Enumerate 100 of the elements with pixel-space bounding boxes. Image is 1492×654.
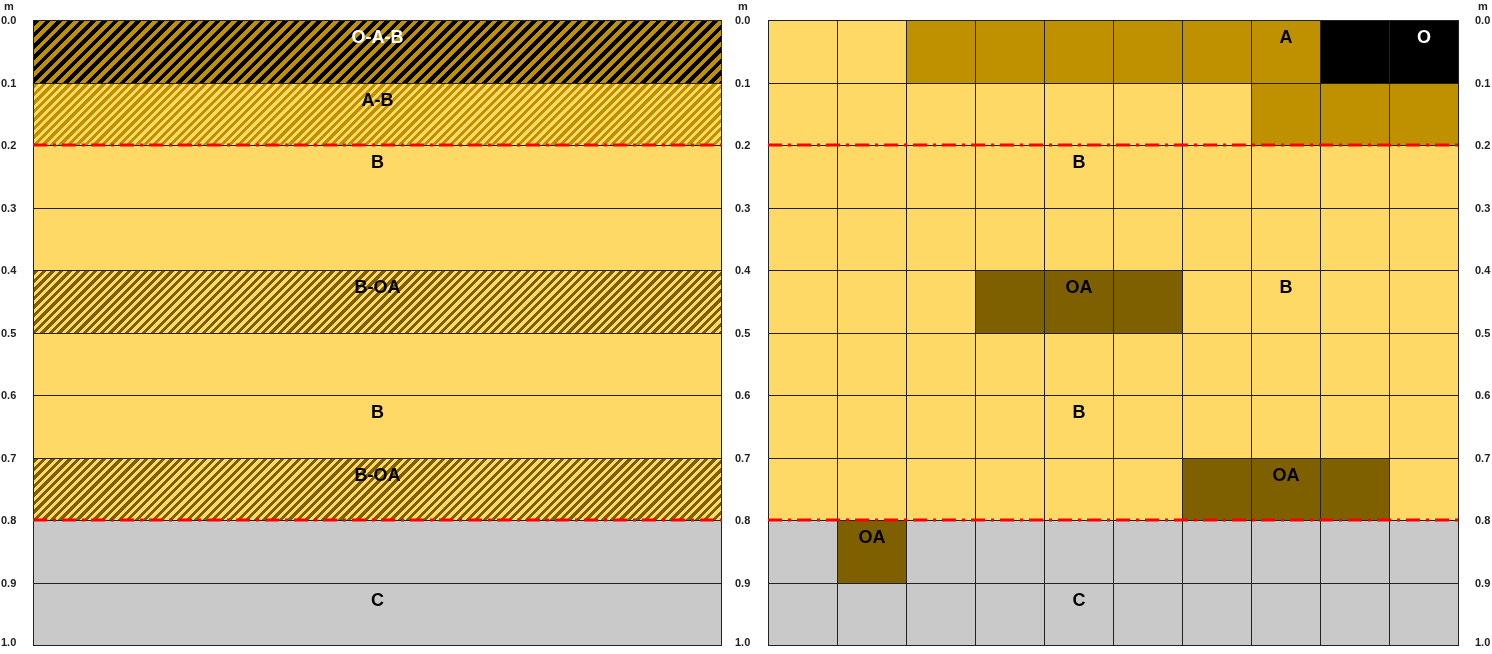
grid-cell — [1320, 395, 1390, 459]
depth-tick-label: 0.9 — [1, 576, 17, 589]
grid-cell — [975, 457, 1045, 521]
depth-tick-label: 0.1 — [735, 76, 751, 89]
grid-cell — [975, 145, 1045, 209]
depth-tick-label: 0.7 — [1475, 451, 1491, 464]
horizon-label: A-B — [361, 89, 394, 110]
grid-cell — [1320, 457, 1390, 521]
grid-cell — [906, 270, 976, 334]
grid-cell — [837, 582, 907, 646]
grid-cell — [906, 207, 976, 271]
depth-tick-label: 0.8 — [735, 514, 751, 526]
grid-cell — [906, 145, 976, 209]
depth-tick-label: 0.6 — [735, 389, 751, 401]
grid-cell — [768, 332, 838, 396]
grid-cell — [837, 395, 907, 459]
grid-cell — [837, 82, 907, 146]
grid-cell — [837, 145, 907, 209]
grid-cell — [1389, 520, 1459, 584]
grid-cell — [768, 82, 838, 146]
depth-tick-label: 0.0 — [1, 14, 17, 26]
depth-tick-label: 0.3 — [1, 201, 17, 214]
soil-band — [33, 582, 722, 646]
depth-tick-label: 0.2 — [735, 139, 751, 151]
grid-cell — [975, 270, 1045, 334]
grid-cell — [1044, 582, 1114, 646]
soil-band — [33, 20, 722, 84]
horizon-label: OA — [1272, 464, 1300, 485]
depth-tick-label: 0.9 — [735, 576, 751, 589]
soil-band — [33, 332, 722, 396]
grid-cell — [1113, 395, 1183, 459]
horizon-label: B — [1072, 152, 1086, 172]
depth-tick-label: 0.5 — [735, 326, 751, 339]
grid-cell — [768, 145, 838, 209]
depth-tick-label: 0.5 — [1, 326, 17, 339]
grid-cell — [1251, 520, 1321, 584]
grid-cell — [1251, 145, 1321, 209]
grid-cell — [1320, 270, 1390, 334]
depth-tick-label: 0.3 — [735, 201, 751, 214]
soil-band — [33, 145, 722, 209]
depth-tick-label: 0.6 — [1, 389, 17, 401]
grid-cell — [768, 520, 838, 584]
depth-tick-label: 0.4 — [735, 264, 751, 276]
grid-cell — [1113, 207, 1183, 271]
grid-cell — [1389, 145, 1459, 209]
axis-unit: m — [1478, 0, 1488, 12]
grid-cell — [1182, 82, 1252, 146]
depth-tick-label: 0.8 — [1, 514, 17, 526]
grid-cell — [1251, 457, 1321, 521]
soil-band — [33, 395, 722, 459]
horizon-label: C — [1072, 589, 1086, 610]
grid-cell — [1113, 270, 1183, 334]
grid-cell — [1320, 207, 1390, 271]
grid-cell — [906, 332, 976, 396]
grid-cell — [768, 395, 838, 459]
depth-tick-label: 0.4 — [1, 264, 17, 276]
grid-cell — [1182, 582, 1252, 646]
depth-tick-label: 1.0 — [1475, 636, 1491, 648]
grid-cell — [1251, 82, 1321, 146]
axis-unit: m — [738, 0, 748, 12]
grid-cell — [1320, 20, 1390, 84]
soil-band — [33, 270, 722, 334]
grid-cell — [768, 457, 838, 521]
grid-cell — [1113, 520, 1183, 584]
grid-cell — [1044, 332, 1114, 396]
depth-tick-label: 1.0 — [1, 636, 17, 648]
grid-cell — [1113, 145, 1183, 209]
horizon-label: B — [1279, 277, 1293, 297]
depth-tick-label: 0.2 — [1, 139, 17, 151]
horizon-label: B — [371, 152, 384, 172]
horizon-label: OA — [858, 527, 886, 547]
grid-cell — [1044, 207, 1114, 271]
horizon-label: C — [371, 589, 384, 610]
depth-tick-label: 0.1 — [1, 76, 17, 89]
grid-cell — [1389, 20, 1459, 84]
grid-cell — [837, 270, 907, 334]
grid-cell — [906, 520, 976, 584]
grid-cell — [906, 457, 976, 521]
grid-cell — [975, 395, 1045, 459]
grid-cell — [975, 20, 1045, 84]
grid-cell — [1320, 332, 1390, 396]
grid-cell — [837, 520, 907, 584]
grid-cell — [1182, 520, 1252, 584]
grid-cell — [1251, 395, 1321, 459]
grid-cell — [1044, 457, 1114, 521]
grid-cell — [1182, 20, 1252, 84]
depth-tick-label: 0.7 — [735, 451, 751, 464]
grid-cell — [1389, 207, 1459, 271]
grid-cell — [1182, 270, 1252, 334]
depth-tick-label: 0.5 — [1475, 326, 1491, 339]
soil-band — [33, 82, 722, 146]
grid-cell — [768, 207, 838, 271]
axis-unit: m — [4, 0, 14, 12]
grid-cell — [768, 582, 838, 646]
grid-cell — [975, 82, 1045, 146]
grid-cell — [1389, 270, 1459, 334]
grid-cell — [1113, 332, 1183, 396]
grid-cell — [906, 20, 976, 84]
grid-cell — [768, 20, 838, 84]
grid-cell — [1044, 82, 1114, 146]
